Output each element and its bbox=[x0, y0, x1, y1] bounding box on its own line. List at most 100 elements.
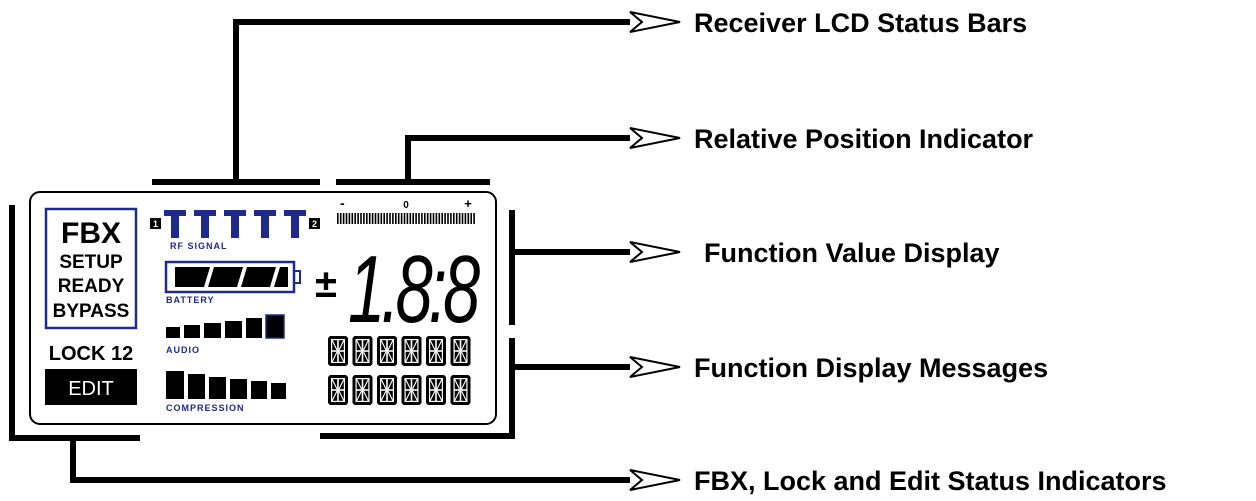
rf-bar-3 bbox=[224, 210, 246, 238]
position-tick bbox=[424, 213, 426, 224]
leader-fbx-lock-edit bbox=[9, 205, 681, 491]
message-char-cell bbox=[352, 336, 373, 366]
leader-function-value bbox=[509, 210, 681, 325]
battery-segment-2 bbox=[208, 267, 243, 287]
message-char-cell bbox=[426, 375, 446, 405]
function-message-grid bbox=[328, 336, 471, 405]
compression-meter: COMPRESSION bbox=[166, 371, 286, 413]
lock-label: LOCK 12 bbox=[49, 343, 133, 365]
callout-function-messages: Function Display Messages bbox=[694, 353, 1048, 383]
antenna-2-label: 2 bbox=[312, 219, 317, 229]
callout-function-value: Function Value Display bbox=[704, 238, 1000, 268]
fbx-bypass-label: BYPASS bbox=[53, 301, 130, 322]
position-tick bbox=[339, 213, 342, 224]
rf-bar-5 bbox=[284, 210, 306, 238]
leader-function-messages bbox=[320, 338, 681, 439]
edit-label: EDIT bbox=[68, 378, 114, 400]
audio-bar-3 bbox=[204, 323, 221, 338]
position-tick bbox=[397, 213, 400, 224]
battery-meter: BATTERY bbox=[164, 260, 301, 305]
rf-bar-4 bbox=[254, 210, 276, 238]
rf-signal-meter: 1 2 RF SIGNAL bbox=[150, 210, 320, 251]
fbx-status-box: FBX SETUP READY BYPASS bbox=[44, 207, 138, 330]
position-tick bbox=[418, 213, 420, 224]
position-tick bbox=[464, 213, 467, 224]
message-char-cell bbox=[328, 375, 348, 405]
position-tick bbox=[354, 213, 356, 224]
message-char-cell bbox=[328, 336, 348, 366]
position-plus: + bbox=[464, 196, 472, 211]
position-tick bbox=[467, 213, 470, 224]
position-tick bbox=[444, 213, 446, 224]
position-tick bbox=[400, 213, 403, 224]
position-tick bbox=[447, 213, 449, 224]
audio-bar-5 bbox=[246, 318, 262, 338]
position-tick bbox=[421, 213, 423, 224]
compression-bar-4 bbox=[230, 379, 247, 399]
audio-bar-6 bbox=[265, 314, 285, 339]
battery-label: BATTERY bbox=[166, 295, 215, 305]
position-tick bbox=[371, 213, 374, 224]
position-tick bbox=[406, 213, 409, 224]
compression-label: COMPRESSION bbox=[166, 403, 245, 413]
compression-bar-2 bbox=[188, 374, 205, 399]
callout-status-bars: Receiver LCD Status Bars bbox=[694, 8, 1027, 38]
position-tick bbox=[409, 213, 412, 224]
position-tick bbox=[458, 213, 461, 224]
message-char-cell bbox=[377, 375, 397, 405]
position-tick bbox=[435, 213, 438, 224]
position-minus: - bbox=[340, 195, 345, 211]
compression-bar-5 bbox=[251, 381, 267, 399]
battery-segment-1 bbox=[175, 267, 210, 287]
position-tick-bar bbox=[337, 213, 475, 224]
fbx-ready-label: READY bbox=[58, 276, 125, 297]
position-tick bbox=[377, 213, 380, 224]
position-tick bbox=[453, 213, 455, 224]
position-tick bbox=[470, 213, 472, 224]
position-tick bbox=[380, 213, 383, 224]
position-tick bbox=[357, 213, 359, 224]
position-tick bbox=[432, 213, 435, 224]
edit-indicator: EDIT bbox=[45, 369, 137, 405]
position-tick bbox=[429, 213, 432, 224]
fbx-title: FBX bbox=[61, 217, 121, 250]
position-tick bbox=[426, 213, 429, 224]
audio-label: AUDIO bbox=[166, 345, 200, 355]
position-tick bbox=[473, 213, 475, 224]
antenna-1-label: 1 bbox=[153, 219, 158, 229]
leader-status-bars bbox=[152, 11, 681, 185]
position-tick bbox=[455, 213, 458, 224]
position-tick bbox=[342, 213, 345, 224]
message-char-cell bbox=[450, 375, 471, 405]
position-tick bbox=[351, 213, 354, 224]
position-tick bbox=[345, 213, 348, 224]
audio-bar-1 bbox=[166, 327, 180, 338]
compression-bar-3 bbox=[209, 377, 226, 399]
position-tick bbox=[441, 213, 443, 224]
position-tick bbox=[438, 213, 441, 224]
message-char-cell bbox=[377, 336, 397, 366]
fbx-setup-label: SETUP bbox=[59, 252, 123, 273]
rf-bar-1 bbox=[164, 210, 186, 238]
position-tick bbox=[395, 213, 397, 224]
relative-position-indicator: - 0 + bbox=[337, 195, 475, 224]
value-digits: 1.8:8 bbox=[348, 236, 480, 343]
position-tick bbox=[412, 213, 414, 224]
message-char-cell bbox=[450, 336, 471, 366]
battery-segment-4 bbox=[274, 267, 288, 287]
function-value-display: ± 1.8:8 bbox=[315, 236, 486, 343]
battery-segment-3 bbox=[241, 267, 276, 287]
callout-relative-position: Relative Position Indicator bbox=[694, 124, 1034, 154]
rf-signal-label: RF SIGNAL bbox=[170, 241, 228, 251]
position-tick bbox=[386, 213, 388, 224]
position-tick bbox=[374, 213, 377, 224]
compression-bar-6 bbox=[271, 383, 286, 399]
position-tick bbox=[450, 213, 452, 224]
message-char-cell bbox=[426, 336, 446, 366]
value-sign: ± bbox=[315, 262, 337, 306]
position-tick bbox=[348, 213, 351, 224]
position-tick bbox=[383, 213, 385, 224]
position-tick bbox=[415, 213, 417, 224]
message-char-cell bbox=[401, 336, 422, 366]
